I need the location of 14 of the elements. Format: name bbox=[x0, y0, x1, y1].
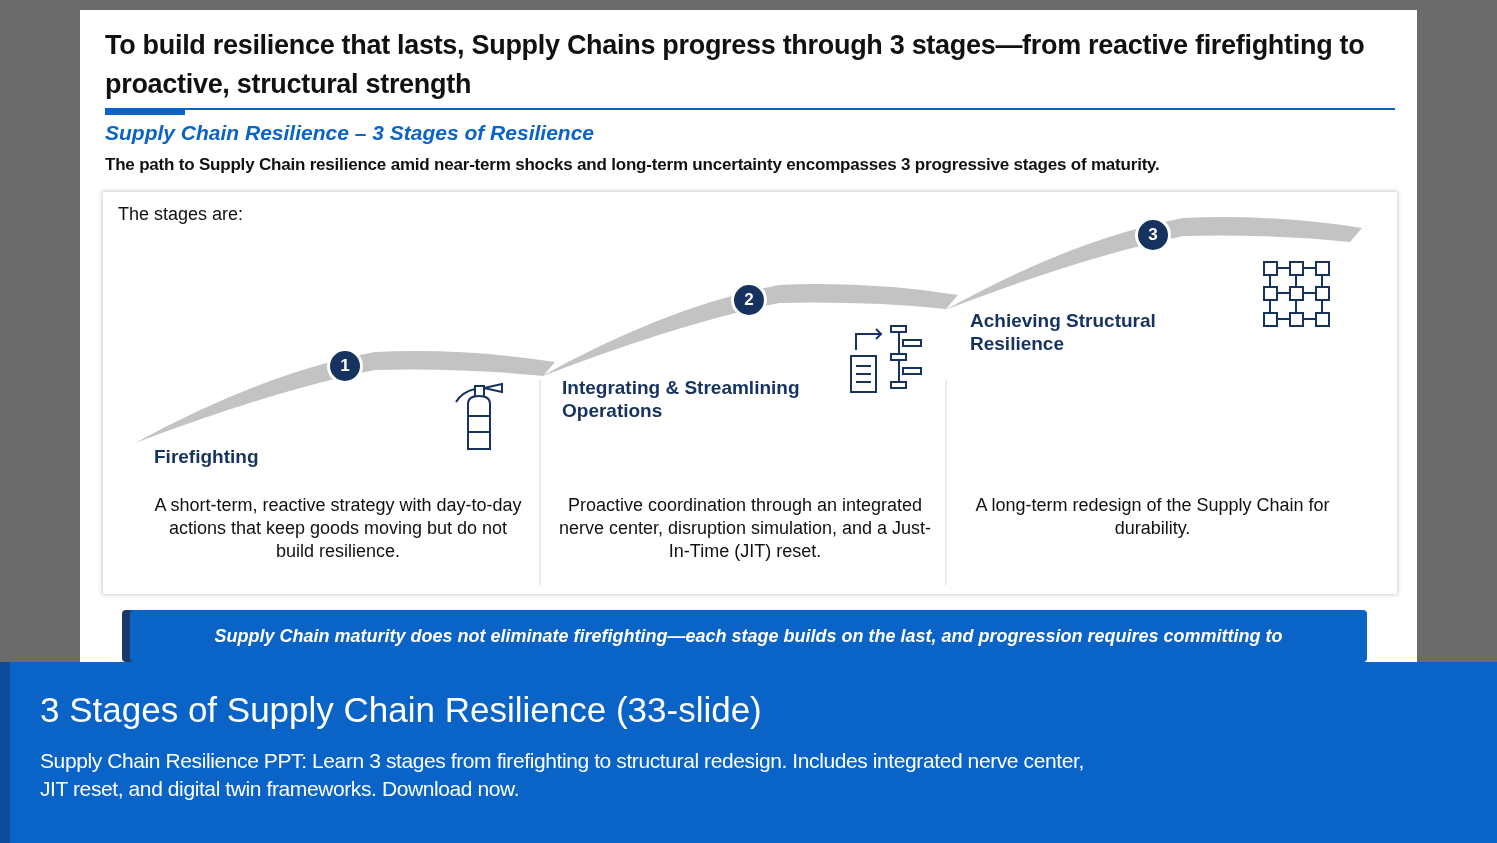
slide-title: To build resilience that lasts, Supply Chains progress through 3 stages—from reactive firefighting to proactive, structural strength bbox=[105, 29, 1366, 101]
stage-heading: Achieving Structural Resilience bbox=[970, 309, 1157, 355]
subtitle-text: The path to Supply Chain resilience amid near-term shocks and long-term uncertainty encompasses 3 progressive stages of maturity. bbox=[105, 155, 1160, 175]
banner-title: 3 Stages of Supply Chain Resilience (33-slide) bbox=[40, 690, 762, 730]
stage-description: A short-term, reactive strategy with day-to-day actions that keep goods moving but do not build resilience. bbox=[153, 494, 523, 563]
intro-text: The stages are: bbox=[118, 204, 244, 225]
section-heading: Supply Chain Resilience – 3 Stages of Resilience bbox=[105, 121, 594, 145]
banner-description: Supply Chain Resilience PPT: Learn 3 stages from firefighting to structural redesign. Includes integrated nerve center, JIT reset, and digital twin frameworks. Download now. bbox=[40, 748, 1085, 802]
footer-banner bbox=[0, 662, 1497, 843]
stage-description: Proactive coordination through an integrated nerve center, disruption simulation, and a Just-In-Time (JIT) reset. bbox=[557, 494, 933, 563]
callout-text: Supply Chain maturity does not eliminate firefighting—each stage builds on the last, and progression requires committing to bbox=[213, 626, 1284, 647]
stage-heading: Firefighting bbox=[154, 446, 259, 468]
stage-description: A long-term redesign of the Supply Chain for durability. bbox=[974, 494, 1331, 540]
stage-heading: Integrating & Streamlining Operations bbox=[562, 376, 801, 422]
